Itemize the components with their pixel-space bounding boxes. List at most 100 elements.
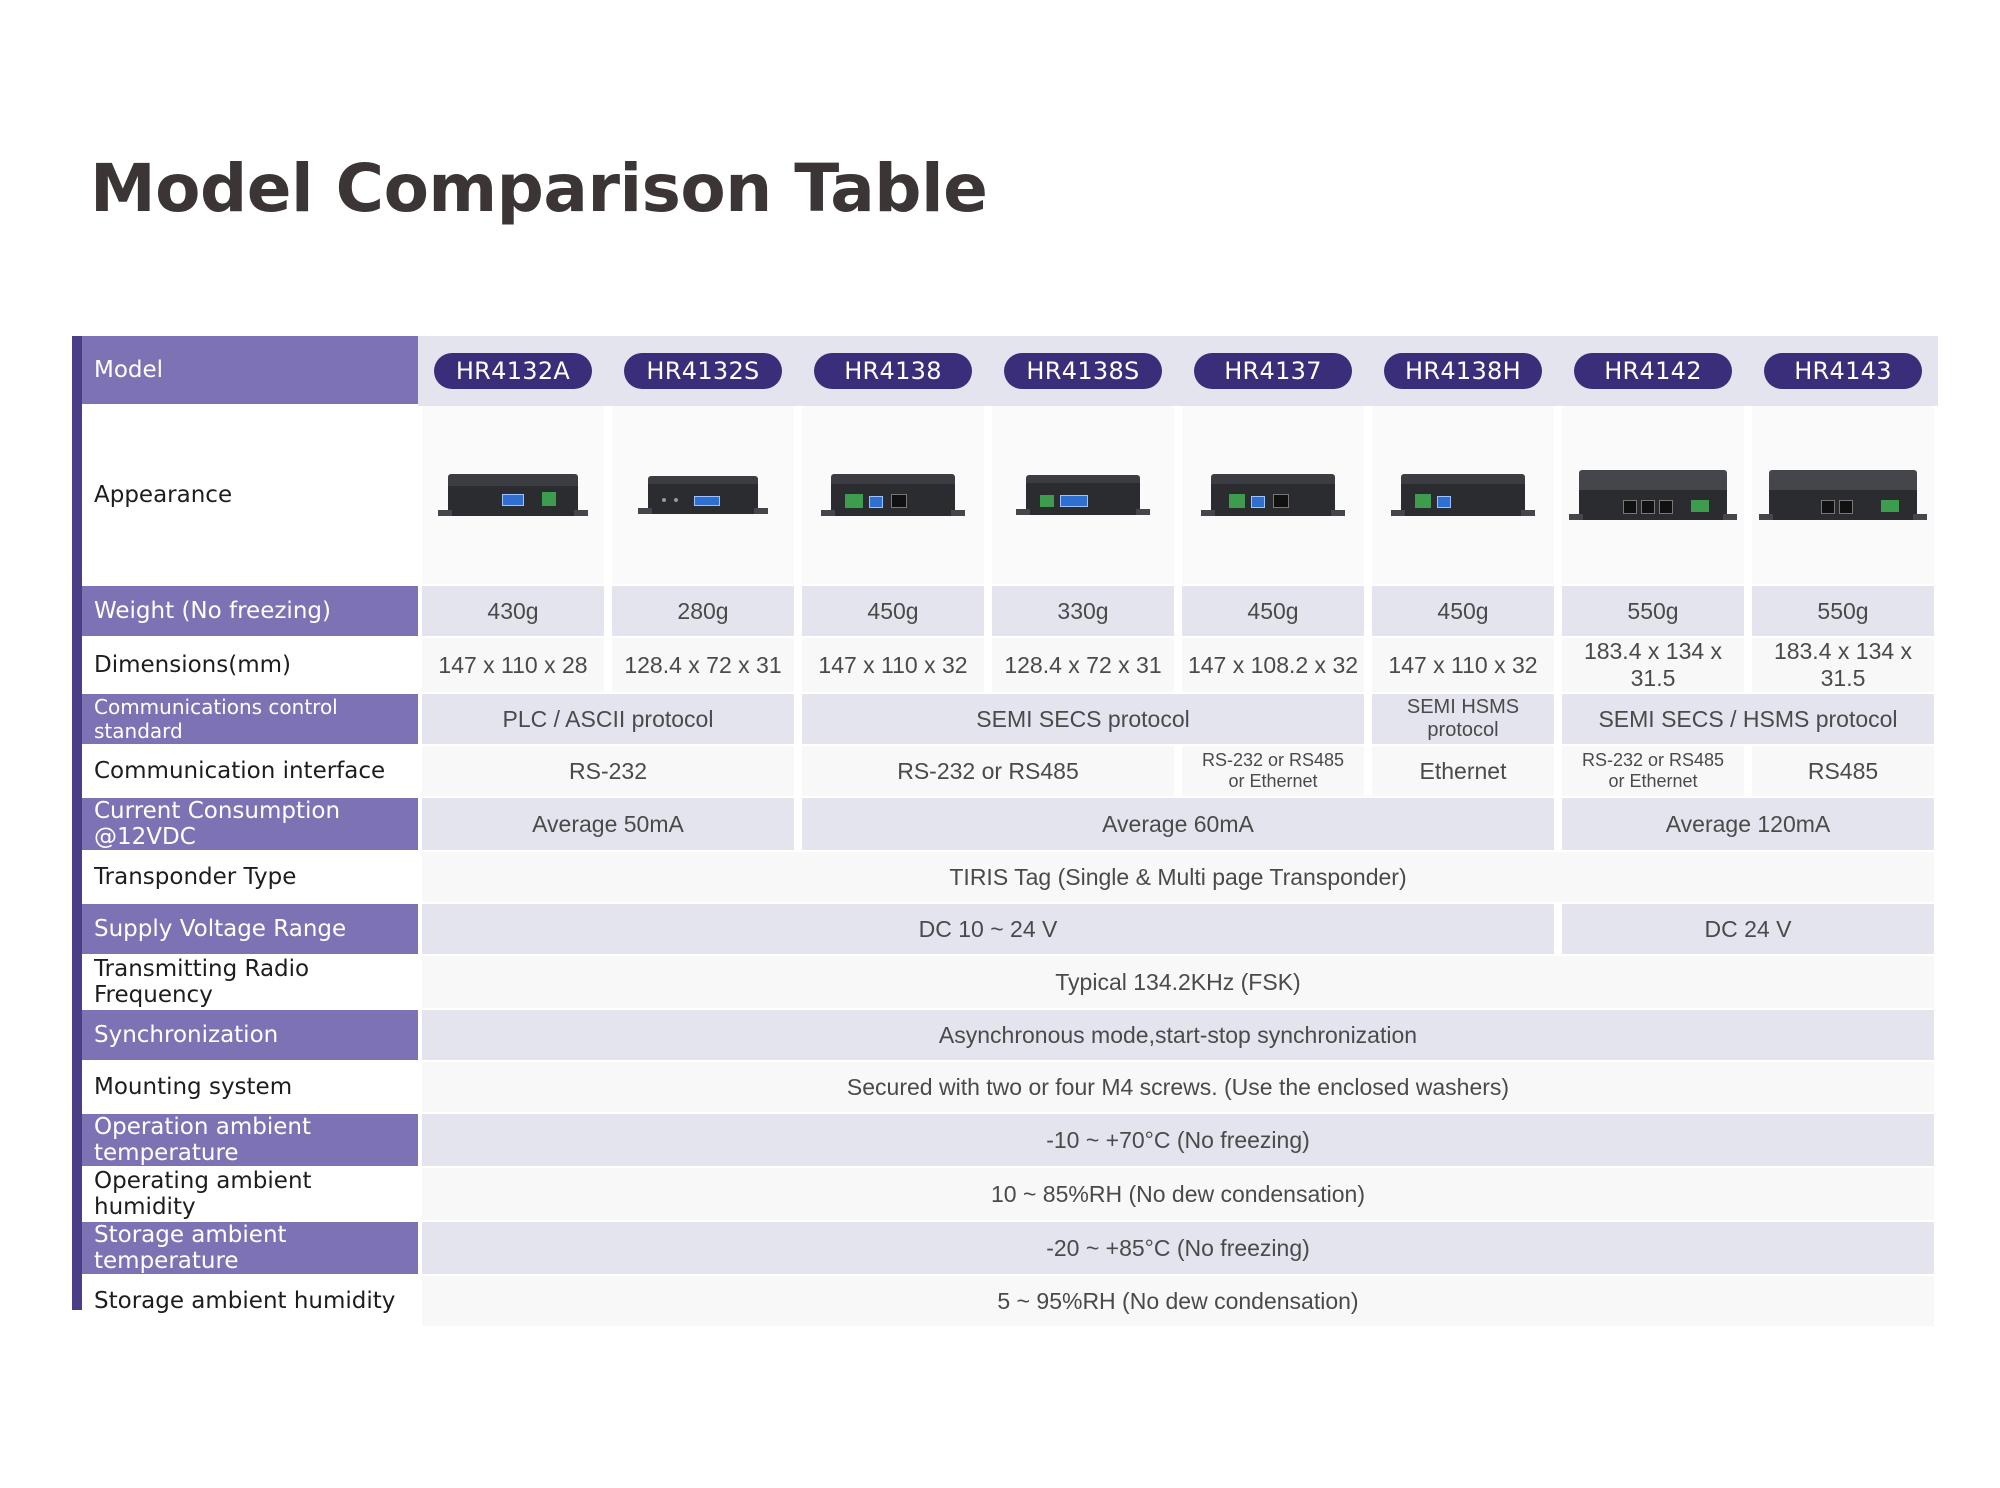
device-hr4132s-icon (638, 476, 768, 514)
accent-bar (72, 336, 82, 1310)
row-label-comm-standard: Communications control standard (82, 694, 418, 746)
appearance-cell (988, 406, 1178, 586)
row-op-humidity: Operating ambient humidity 10 ~ 85%RH (N… (82, 1168, 1938, 1222)
weight-cell: 550g (1558, 586, 1748, 638)
row-label-comm-interface: Communication interface (82, 746, 418, 798)
row-weight: Weight (No freezing) 430g 280g 450g 330g… (82, 586, 1938, 638)
comm-interface-line: RS-232 or RS485 (1201, 750, 1345, 770)
appearance-cell (1368, 406, 1558, 586)
row-transponder: Transponder Type TIRIS Tag (Single & Mul… (82, 852, 1938, 904)
dimensions-cell: 183.4 x 134 x 31.5 (1558, 638, 1748, 694)
dimensions-cell: 147 x 108.2 x 32 (1178, 638, 1368, 694)
appearance-cell (1558, 406, 1748, 586)
op-humidity-cell: 10 ~ 85%RH (No dew condensation) (418, 1168, 1938, 1222)
model-pill: HR4137 (1194, 353, 1352, 389)
row-label-op-temp: Operation ambient temperature (82, 1114, 418, 1168)
row-label-storage-humidity: Storage ambient humidity (82, 1276, 418, 1328)
appearance-cell (798, 406, 988, 586)
appearance-cell (418, 406, 608, 586)
row-label-dimensions: Dimensions(mm) (82, 638, 418, 694)
row-appearance: Appearance (82, 406, 1938, 586)
comm-standard-cell: SEMI SECS / HSMS protocol (1558, 694, 1938, 746)
current-cell: Average 120mA (1558, 798, 1938, 852)
model-pill: HR4142 (1574, 353, 1732, 389)
radio-freq-cell: Typical 134.2KHz (FSK) (418, 956, 1938, 1010)
model-pill: HR4132S (624, 353, 782, 389)
op-temp-cell: -10 ~ +70°C (No freezing) (418, 1114, 1938, 1168)
row-model: Model HR4132A HR4132S HR4138 HR4138S HR4… (82, 336, 1938, 406)
weight-cell: 280g (608, 586, 798, 638)
model-cell: HR4138H (1368, 336, 1558, 406)
page-title: Model Comparison Table (90, 150, 988, 227)
row-label-model: Model (82, 336, 418, 406)
device-hr4138h-icon (1391, 474, 1535, 516)
model-cell: HR4132S (608, 336, 798, 406)
comm-interface-cell: RS-232 or RS485 or Ethernet (1178, 746, 1368, 798)
model-cell: HR4143 (1748, 336, 1938, 406)
model-pill: HR4132A (434, 353, 592, 389)
row-label-radio-freq: Transmitting Radio Frequency (82, 956, 418, 1010)
dimensions-cell: 128.4 x 72 x 31 (988, 638, 1178, 694)
model-pill: HR4138 (814, 353, 972, 389)
comm-interface-line: or Ethernet (1228, 771, 1318, 791)
row-sync: Synchronization Asynchronous mode,start-… (82, 1010, 1938, 1062)
model-pill: HR4143 (1764, 353, 1922, 389)
appearance-cell (1178, 406, 1368, 586)
appearance-cell (1748, 406, 1938, 586)
weight-cell: 450g (798, 586, 988, 638)
comm-interface-cell: RS-232 (418, 746, 798, 798)
supply-voltage-cell: DC 24 V (1558, 904, 1938, 956)
sync-cell: Asynchronous mode,start-stop synchroniza… (418, 1010, 1938, 1062)
storage-temp-cell: -20 ~ +85°C (No freezing) (418, 1222, 1938, 1276)
device-hr4138-icon (821, 474, 965, 516)
row-label-storage-temp: Storage ambient temperature (82, 1222, 418, 1276)
appearance-cell (608, 406, 798, 586)
current-cell: Average 60mA (798, 798, 1558, 852)
device-hr4132a-icon (438, 474, 588, 516)
row-comm-interface: Communication interface RS-232 RS-232 or… (82, 746, 1938, 798)
weight-cell: 450g (1368, 586, 1558, 638)
row-label-op-humidity: Operating ambient humidity (82, 1168, 418, 1222)
model-comparison-table: Model HR4132A HR4132S HR4138 HR4138S HR4… (82, 336, 1938, 1328)
row-storage-temp: Storage ambient temperature -20 ~ +85°C … (82, 1222, 1938, 1276)
supply-voltage-cell: DC 10 ~ 24 V (418, 904, 1558, 956)
model-pill: HR4138H (1384, 353, 1542, 389)
device-hr4138s-icon (1016, 475, 1150, 515)
weight-cell: 430g (418, 586, 608, 638)
weight-cell: 550g (1748, 586, 1938, 638)
device-hr4137-icon (1201, 474, 1345, 516)
row-label-transponder: Transponder Type (82, 852, 418, 904)
row-dimensions: Dimensions(mm) 147 x 110 x 28 128.4 x 72… (82, 638, 1938, 694)
row-op-temp: Operation ambient temperature -10 ~ +70°… (82, 1114, 1938, 1168)
model-cell: HR4137 (1178, 336, 1368, 406)
dimensions-cell: 128.4 x 72 x 31 (608, 638, 798, 694)
row-label-supply-voltage: Supply Voltage Range (82, 904, 418, 956)
comm-standard-cell: SEMI SECS protocol (798, 694, 1368, 746)
device-hr4143-icon (1759, 470, 1927, 520)
dimensions-cell: 147 x 110 x 32 (1368, 638, 1558, 694)
row-label-current: Current Consumption @12VDC (82, 798, 418, 852)
row-supply-voltage: Supply Voltage Range DC 10 ~ 24 V DC 24 … (82, 904, 1938, 956)
row-label-mounting: Mounting system (82, 1062, 418, 1114)
comm-interface-cell: Ethernet (1368, 746, 1558, 798)
current-cell: Average 50mA (418, 798, 798, 852)
model-cell: HR4138S (988, 336, 1178, 406)
comm-standard-cell: PLC / ASCII protocol (418, 694, 798, 746)
comm-interface-line: or Ethernet (1608, 771, 1698, 791)
dimensions-cell: 147 x 110 x 32 (798, 638, 988, 694)
storage-humidity-cell: 5 ~ 95%RH (No dew condensation) (418, 1276, 1938, 1328)
row-label-weight: Weight (No freezing) (82, 586, 418, 638)
row-mounting: Mounting system Secured with two or four… (82, 1062, 1938, 1114)
device-hr4142-icon (1569, 470, 1737, 520)
comm-standard-cell: SEMI HSMS protocol (1368, 694, 1558, 746)
mounting-cell: Secured with two or four M4 screws. (Use… (418, 1062, 1938, 1114)
row-current: Current Consumption @12VDC Average 50mA … (82, 798, 1938, 852)
dimensions-cell: 147 x 110 x 28 (418, 638, 608, 694)
model-cell: HR4138 (798, 336, 988, 406)
row-comm-standard: Communications control standard PLC / AS… (82, 694, 1938, 746)
row-label-sync: Synchronization (82, 1010, 418, 1062)
model-pill: HR4138S (1004, 353, 1162, 389)
model-cell: HR4142 (1558, 336, 1748, 406)
row-radio-freq: Transmitting Radio Frequency Typical 134… (82, 956, 1938, 1010)
row-label-appearance: Appearance (82, 406, 418, 586)
